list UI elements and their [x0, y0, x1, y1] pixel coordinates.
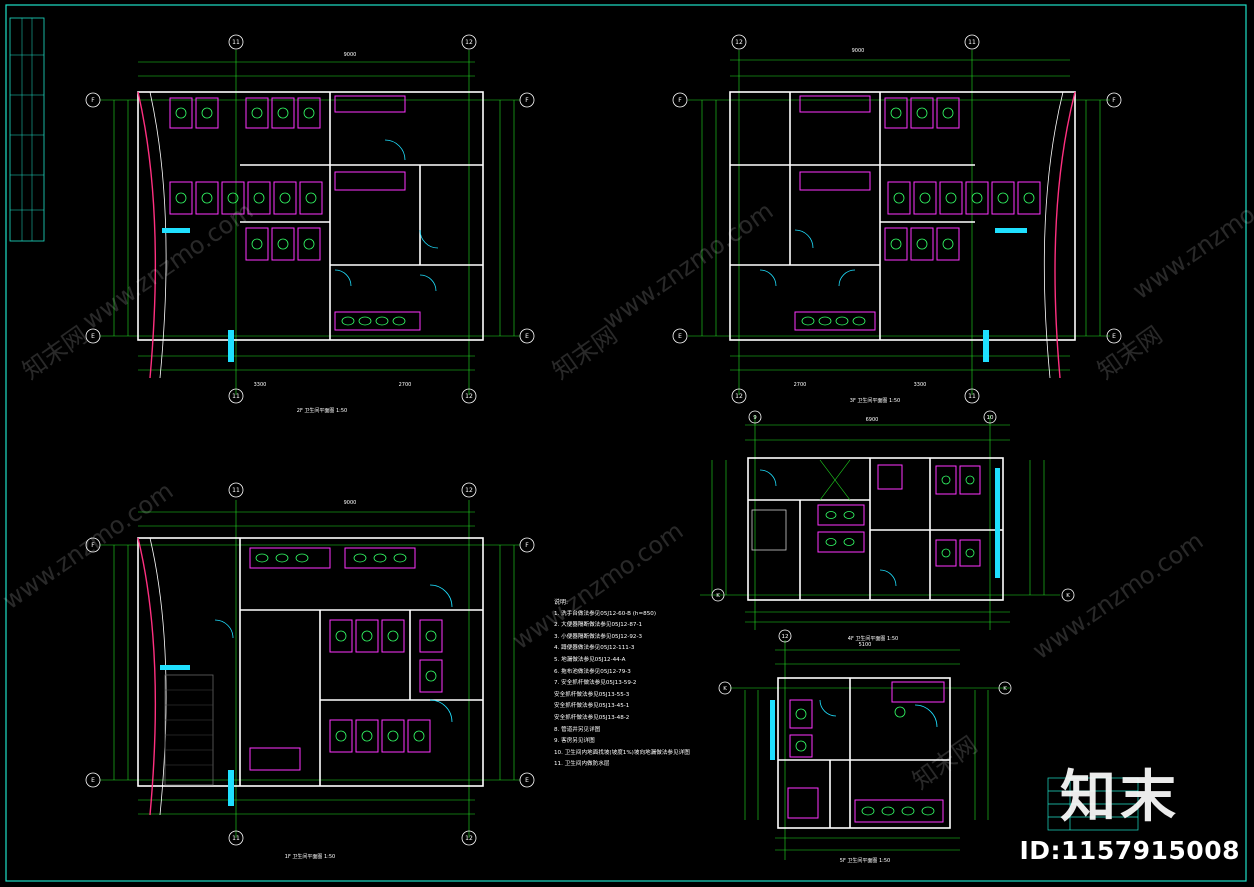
dim-text: 5100	[859, 642, 872, 648]
axis-label: 10	[987, 415, 994, 421]
axis-label: F	[91, 97, 95, 104]
axis-label: E	[525, 333, 529, 340]
axis-label: F	[91, 542, 95, 549]
notes-item: 5. 地漏做法参见05J12-44-A	[554, 656, 626, 663]
plan-title: 4F 卫生间平面图 1:50	[848, 635, 898, 642]
notes-heading: 说明:	[554, 599, 569, 606]
watermark-text: www.znzmo.com	[1127, 167, 1254, 305]
axis-label: 12	[465, 487, 473, 494]
axis-label: E	[1112, 333, 1116, 340]
notes-item: 10. 卫生间内地面找坡(坡度1%)坡向地漏做法参见详图	[554, 749, 690, 756]
dim-text: 6900	[866, 417, 879, 423]
dim-text: 9000	[344, 52, 357, 58]
plan-title: 1F 卫生间平面图 1:50	[285, 853, 335, 860]
axis-label: F	[678, 97, 682, 104]
notes-item: 1. 洗手台做法参见05J12-60-B (h=850)	[554, 610, 657, 617]
axis-label: F	[525, 97, 529, 104]
plan-2f: 11 12 11 12 F F E E 9000 3300 2700 2F 卫生…	[85, 34, 535, 414]
dim-text: 9000	[852, 48, 865, 54]
watermark-text: 知末网	[17, 321, 92, 385]
notes-item: 安全抓杆做法参见05J13-55-3	[554, 691, 630, 698]
notes-item: 安全抓杆做法参见05J13-48-2	[554, 714, 630, 721]
notes-item: 9. 客房另见详图	[554, 738, 595, 745]
dim-text: 2700	[794, 382, 807, 388]
axis-label: 11	[968, 39, 976, 46]
design-notes: 说明: 1. 洗手台做法参见05J12-60-B (h=850) 2. 大便器隔…	[554, 597, 714, 771]
axis-label: K	[1003, 686, 1007, 692]
notes-item: 6. 拖布池做法参见05J12-79-3	[554, 668, 631, 675]
axis-label: 11	[232, 393, 240, 400]
plan-title: 5F 卫生间平面图 1:50	[840, 857, 890, 864]
axis-label: K	[1066, 593, 1070, 599]
axis-label: 12	[465, 39, 473, 46]
brand-logo: 知末	[1060, 765, 1180, 830]
legend-box	[1047, 777, 1139, 831]
axis-label: 11	[232, 39, 240, 46]
axis-label: 11	[232, 487, 240, 494]
notes-item: 3. 小便器隔断做法参见05J12-92-3	[554, 633, 643, 640]
notes-item: 安全抓杆做法参见05J13-45-1	[554, 703, 630, 710]
axis-label: E	[91, 333, 95, 340]
notes-item: 11. 卫生间内做防水层	[554, 761, 610, 768]
title-strip	[9, 17, 45, 242]
notes-item: 7. 安全抓杆做法参见05J13-59-2	[554, 680, 637, 687]
axis-label: 12	[465, 393, 473, 400]
plan-3f: 12 11 12 11 F F E E 9000 2700 3300 3F 卫生…	[672, 34, 1122, 404]
axis-label: F	[525, 542, 529, 549]
image-id-label: ID:1157915008	[1019, 836, 1240, 865]
notes-item: 4. 蹲便器做法参见05J12-111-3	[554, 645, 635, 652]
axis-label: E	[678, 333, 682, 340]
axis-label: E	[525, 777, 529, 784]
plan-title: 2F 卫生间平面图 1:50	[297, 407, 347, 414]
axis-label: 12	[735, 39, 743, 46]
dim-text: 2700	[399, 382, 412, 388]
notes-item: 2. 大便器隔断做法参见05J12-87-1	[554, 622, 643, 629]
axis-label: K	[723, 686, 727, 692]
axis-label: 11	[232, 835, 240, 842]
axis-label: E	[91, 777, 95, 784]
dim-text: 3300	[914, 382, 927, 388]
axis-label: 12	[782, 634, 789, 640]
dim-text: 9000	[344, 500, 357, 506]
plan-4f: 9 10 K K 6900 4F 卫生间平面图 1:50	[700, 410, 1075, 642]
plan-5f: 12 K K 5100 5F 卫生间平面图 1:50	[718, 629, 1012, 864]
plan-1f: 11 12 11 12 F F E E 9000 1F 卫生间平面图 1:50	[85, 482, 535, 860]
axis-label: 9	[753, 415, 757, 421]
watermark-text: www.znzmo.com	[1027, 527, 1208, 665]
watermark-text: www.znzmo.com	[77, 197, 258, 335]
axis-label: F	[1112, 97, 1116, 104]
axis-label: 11	[968, 393, 976, 400]
watermark-text: 知末网	[907, 731, 982, 795]
axis-label: 12	[735, 393, 743, 400]
plan-title: 3F 卫生间平面图 1:50	[850, 397, 900, 404]
watermark-text: 知末网	[1092, 321, 1167, 385]
title-strip-lines	[10, 18, 44, 241]
sheet-border	[5, 4, 1247, 882]
dim-text: 3300	[254, 382, 267, 388]
notes-item: 8. 管道井另见详图	[554, 726, 601, 733]
axis-label: K	[716, 593, 720, 599]
axis-label: 12	[465, 835, 473, 842]
